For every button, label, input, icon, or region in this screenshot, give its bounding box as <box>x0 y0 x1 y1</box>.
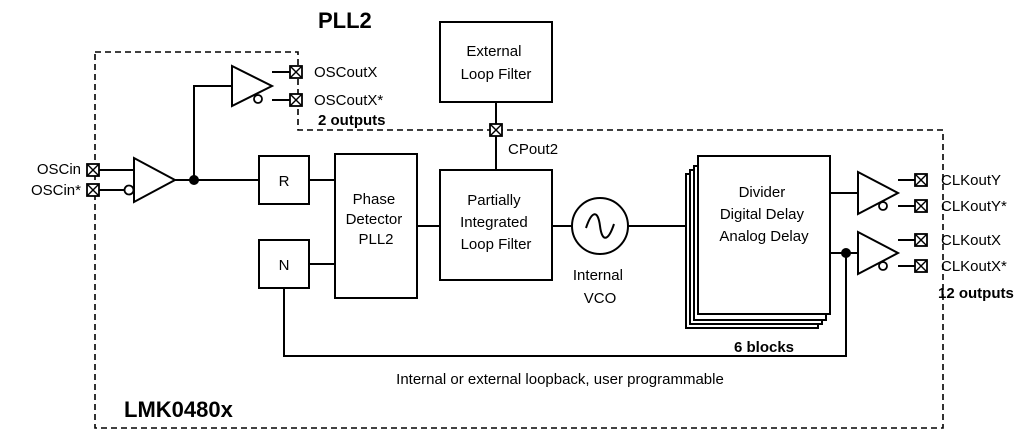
external-loop-filter <box>439 21 553 103</box>
sine-wave-icon <box>585 213 615 239</box>
oscin-pin <box>86 163 100 177</box>
n-divider-label: N <box>279 257 290 274</box>
loopback-label: Internal or external loopback, user prog… <box>396 371 724 388</box>
device-name: LMK0480x <box>124 397 234 422</box>
divider-label: Divider Digital Delay Analog Delay <box>719 184 809 245</box>
clkoutx-pin <box>914 233 928 247</box>
clk-outputs-label: 12 outputs <box>938 285 1014 302</box>
partially-integrated-loop-filter <box>439 169 553 281</box>
oscin-n-pin <box>86 183 100 197</box>
n-divider <box>258 239 310 289</box>
clkouty-n-label: CLKoutY* <box>941 198 1007 215</box>
divider-delay-block <box>697 155 831 315</box>
r-divider <box>258 155 310 205</box>
oscoutx-label: OSCoutX <box>314 64 377 81</box>
pil-filter-label: Partially Integrated Loop Filter <box>460 192 532 253</box>
oscoutx-pin <box>289 65 303 79</box>
r-divider-label: R <box>279 173 290 190</box>
oscin-label: OSCin <box>37 161 81 178</box>
oscin-n-label: OSCin* <box>31 182 81 199</box>
clkouty-buffer <box>857 170 901 216</box>
input-buffer <box>133 156 178 204</box>
clkouty-pin <box>914 173 928 187</box>
diagram-title: PLL2 <box>318 8 372 33</box>
oscoutx-n-pin <box>289 93 303 107</box>
clkouty-n-pin <box>914 199 928 213</box>
osc-outputs-label: 2 outputs <box>318 112 386 129</box>
phase-detector-label: Phase Detector PLL2 <box>346 191 407 248</box>
clkoutx-n-pin <box>914 259 928 273</box>
oscoutx-n-label: OSCoutX* <box>314 92 383 109</box>
clkoutx-n-label: CLKoutX* <box>941 258 1007 275</box>
cpout2-pin <box>489 123 503 137</box>
cpout2-label: CPout2 <box>508 141 558 158</box>
oscout-buffer <box>231 64 275 108</box>
clkoutx-buffer <box>857 230 901 276</box>
chip-boundary <box>94 51 944 429</box>
clkouty-label: CLKoutY <box>941 172 1001 189</box>
blocks-count-label: 6 blocks <box>734 339 794 356</box>
external-loop-filter-label: External Loop Filter <box>461 43 532 83</box>
clkoutx-label: CLKoutX <box>941 232 1001 249</box>
loopback-path <box>283 253 847 357</box>
vco-label: Internal VCO <box>573 267 627 307</box>
